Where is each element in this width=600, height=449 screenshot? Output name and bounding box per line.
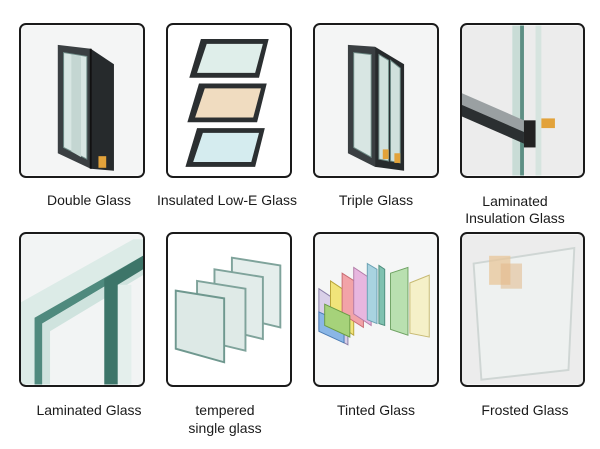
double-glass-icon: [21, 25, 143, 176]
triple-glass-icon: [315, 25, 437, 176]
tinted-glass-card[interactable]: [313, 232, 439, 387]
frosted-glass-icon: [462, 234, 583, 385]
frosted-glass-card[interactable]: [460, 232, 585, 387]
caption-frosted-glass: Frosted Glass: [481, 402, 569, 418]
tempered-single-glass-card[interactable]: [166, 232, 292, 387]
caption-tinted-glass: Tinted Glass: [336, 402, 416, 418]
tinted-glass-icon: [315, 234, 437, 385]
double-glass-card[interactable]: [19, 23, 145, 178]
caption-tempered-single-glass-line-1: tempered: [195, 402, 255, 418]
insulated-low-e-glass-card[interactable]: [166, 23, 292, 178]
laminated-insulation-glass-card[interactable]: [460, 23, 585, 178]
laminated-glass-card[interactable]: [19, 232, 145, 387]
caption-triple-glass: Triple Glass: [338, 192, 414, 208]
caption-tempered-single-glass-line-2: single glass: [188, 420, 262, 436]
laminated-glass-icon: [21, 234, 143, 385]
caption-laminated-insulation-glass-line-2: Insulation Glass: [465, 210, 565, 226]
caption-laminated-insulation-glass-line-1: Laminated: [482, 193, 548, 209]
tempered-single-glass-icon: [168, 234, 290, 385]
caption-laminated-glass: Laminated Glass: [36, 402, 142, 418]
laminated-insulation-glass-icon: [462, 25, 583, 176]
triple-glass-card[interactable]: [313, 23, 439, 178]
caption-double-glass: Double Glass: [46, 192, 132, 208]
caption-insulated-low-e-glass: Insulated Low-E Glass: [156, 192, 298, 208]
insulated-low-e-glass-icon: [168, 25, 290, 176]
